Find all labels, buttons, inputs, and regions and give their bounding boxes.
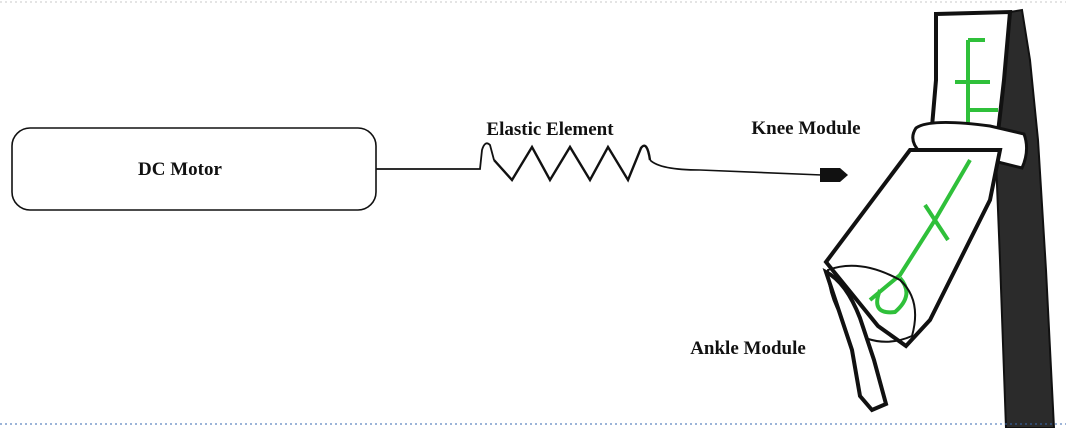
elastic-element-label: Elastic Element [486,119,614,140]
arrow-head-icon [820,168,848,182]
cable-line [649,159,823,176]
dc-motor-label: DC Motor [138,159,222,180]
shank-mechanism [868,158,972,315]
shank-segment [823,148,1003,349]
knee-module-label: Knee Module [751,118,860,139]
elastic-element-spring [493,144,652,183]
foot-segment [822,268,889,413]
ankle-module-label: Ankle Module [690,338,806,359]
thigh-mechanism [955,38,998,150]
motor-shaft-line [376,142,495,170]
support-bar [994,8,1056,428]
